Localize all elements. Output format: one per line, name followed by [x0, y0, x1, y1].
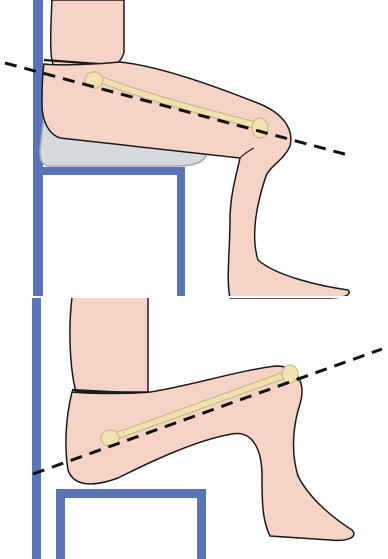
torso-top: [51, 0, 124, 66]
chair-seat-frame-top: [33, 167, 185, 175]
chair-front-leg-top: [177, 167, 185, 296]
panel-top-with-cushion: [5, 0, 352, 298]
chair-front-leg-bottom-right: [197, 489, 206, 559]
chair-front-leg-bottom-left: [56, 489, 65, 559]
femur-knee-top: [252, 118, 268, 138]
chair-seat-frame-bottom: [56, 489, 206, 498]
femur-knee-bottom: [282, 365, 298, 383]
leg-top: [42, 62, 349, 298]
torso-bottom: [70, 297, 148, 392]
panel-bottom-low-chair: [32, 297, 382, 559]
chair-back-bottom: [32, 297, 41, 559]
